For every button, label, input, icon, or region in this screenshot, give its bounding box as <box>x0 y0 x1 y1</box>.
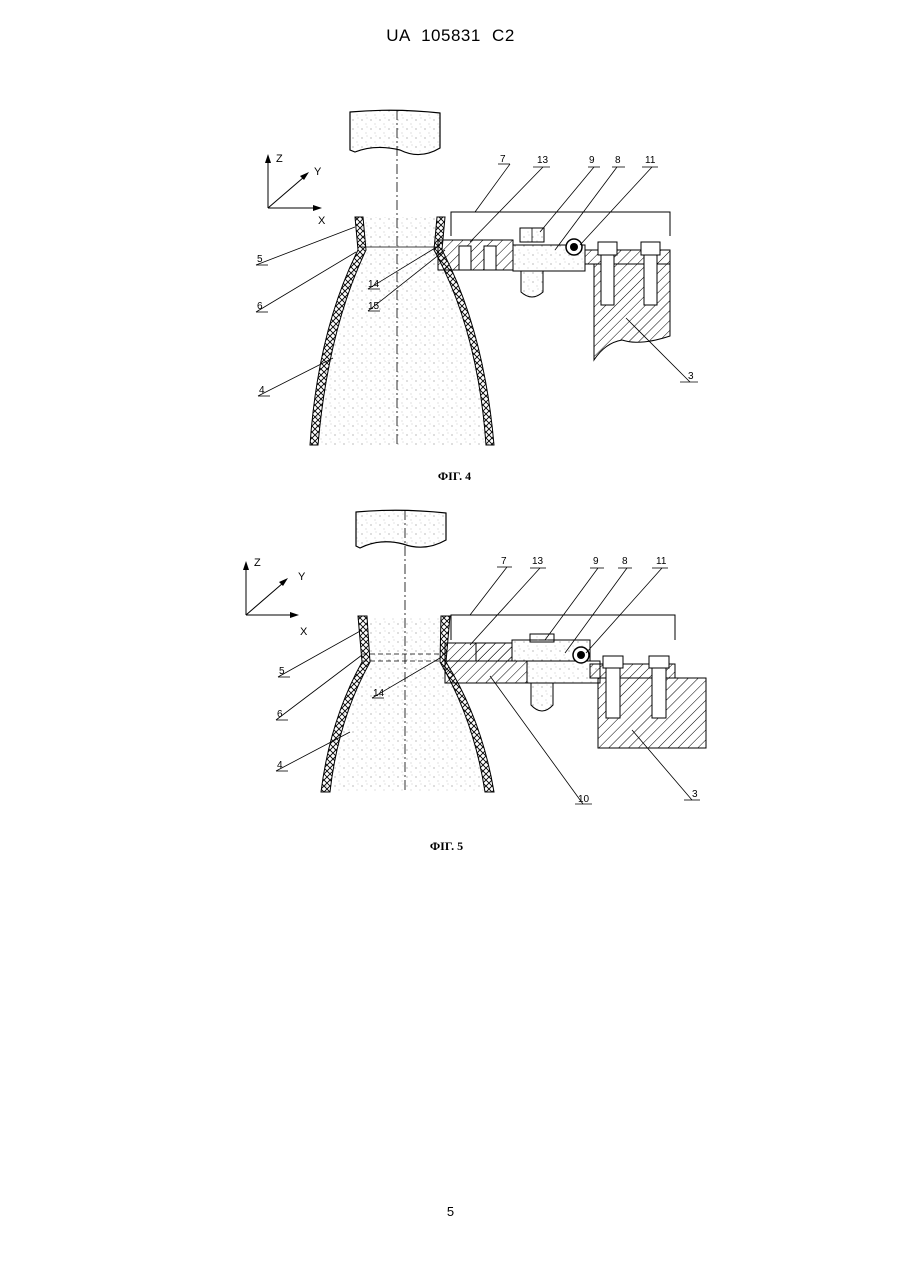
label-7: 7 <box>501 556 507 567</box>
label-11: 11 <box>656 556 667 567</box>
punch <box>350 110 440 154</box>
axis-y-label: Y <box>298 571 306 583</box>
axis-y-label: Y <box>314 166 322 178</box>
label-4: 4 <box>259 385 265 396</box>
base-part <box>598 656 706 748</box>
label-8: 8 <box>622 556 628 567</box>
label-8: 8 <box>615 155 621 166</box>
figure-5-drawing: Z Y X 7 <box>0 505 901 855</box>
label-15: 15 <box>368 301 380 312</box>
label-13: 13 <box>537 155 549 166</box>
axes-indicator: Z Y X <box>243 557 308 638</box>
figure-4-caption: ФІГ. 4 <box>4 469 901 484</box>
figure-5-caption: ФІГ. 5 <box>0 839 897 854</box>
figure-5: Z Y X 7 <box>0 505 901 855</box>
label-3: 3 <box>692 789 698 800</box>
punch <box>356 510 446 548</box>
label-9: 9 <box>589 155 595 166</box>
document-header: UA 105831 C2 <box>0 26 901 46</box>
axis-x-label: X <box>318 215 326 227</box>
label-13: 13 <box>532 556 544 567</box>
axis-z-label: Z <box>254 557 261 569</box>
label-9: 9 <box>593 556 599 567</box>
label-6: 6 <box>277 709 283 720</box>
page-number: 5 <box>0 1204 901 1219</box>
figure-4-drawing: Z Y X 7 <box>0 95 901 495</box>
figure-4: Z Y X 7 <box>0 95 901 495</box>
label-5: 5 <box>257 254 263 265</box>
workpiece <box>321 616 494 792</box>
label-5: 5 <box>279 666 285 677</box>
axes-indicator: Z Y X <box>265 153 326 227</box>
label-7: 7 <box>500 154 506 165</box>
label-3: 3 <box>688 371 694 382</box>
label-4: 4 <box>277 760 283 771</box>
label-10: 10 <box>578 794 590 805</box>
axis-z-label: Z <box>276 153 283 165</box>
label-6: 6 <box>257 301 263 312</box>
axis-x-label: X <box>300 626 308 638</box>
label-11: 11 <box>645 155 656 166</box>
label-14: 14 <box>368 279 380 290</box>
label-14: 14 <box>373 688 385 699</box>
